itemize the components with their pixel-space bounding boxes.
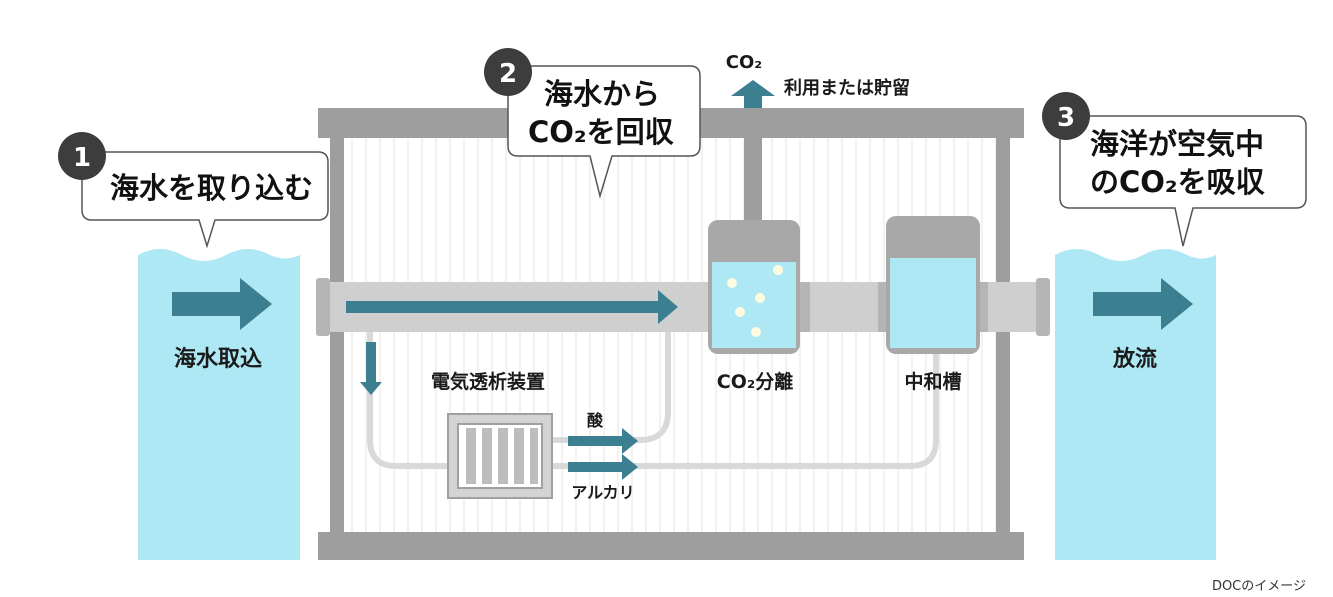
step-1-number: 1 (73, 143, 91, 173)
utilization-label: 利用または貯留 (784, 77, 910, 99)
step-2-number: 2 (499, 59, 517, 89)
acid-arrow (568, 428, 638, 454)
intake-water (138, 249, 300, 560)
electrodialysis-device (447, 413, 553, 499)
alkali-label: アルカリ (571, 483, 634, 502)
step-2-text-line1: 海水から (544, 77, 660, 111)
co2-separation-label: CO₂分離 (717, 370, 793, 393)
bubble-1: 海水を取り込む (81, 151, 329, 249)
step-1-text: 海水を取り込む (110, 171, 313, 205)
step-3-number: 3 (1057, 103, 1075, 133)
intake-arrow (172, 278, 272, 330)
acid-label: 酸 (587, 411, 604, 430)
exhaust-pipe (744, 108, 762, 228)
loop-pipes (367, 332, 939, 469)
step-badge-2: 2 (484, 48, 532, 96)
step-3-text-line1: 海洋が空気中 (1090, 127, 1264, 161)
step-2-text-line2: CO₂を回収 (528, 115, 675, 149)
main-flow-arrow (346, 290, 678, 324)
figure-caption: DOCのイメージ (1212, 579, 1306, 594)
flow-arrows (172, 80, 1193, 480)
co2-top-label: CO₂ (726, 52, 762, 73)
neutralization-label: 中和槽 (904, 370, 961, 393)
co2-separation-tank (708, 220, 800, 354)
down-branch-arrow (360, 342, 382, 395)
discharge-arrow (1093, 278, 1193, 330)
step-badge-1: 1 (58, 132, 106, 180)
neutralization-tank (886, 216, 980, 354)
intake-label: 海水取込 (174, 346, 262, 372)
step-3-text-line2: のCO₂を吸収 (1090, 165, 1266, 199)
co2-up-arrow (731, 80, 775, 108)
alkali-arrow (568, 454, 638, 480)
step-badge-3: 3 (1042, 92, 1090, 140)
electrodialysis-label: 電気透析装置 (431, 370, 545, 393)
bubble-2: 海水から CO₂を回収 (507, 65, 701, 199)
discharge-label: 放流 (1112, 346, 1157, 372)
bubble-3: 海洋が空気中 のCO₂を吸収 (1059, 115, 1307, 247)
discharge-water (1055, 249, 1216, 560)
